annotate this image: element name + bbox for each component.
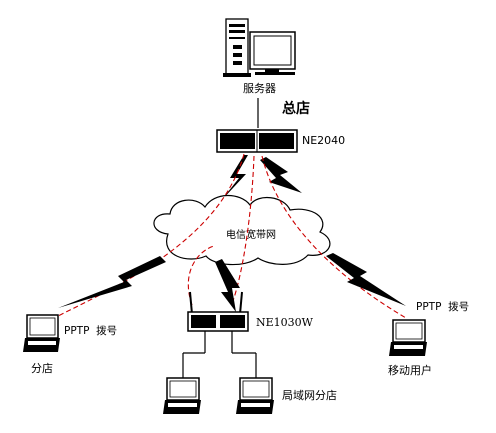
lightning-bolt-icon [215,259,240,312]
hq-label: 总店 [282,100,310,117]
lightning-bolt-icon [260,157,302,193]
router-icon [187,291,249,332]
laptop-icon [389,319,427,356]
pptp-right-label: PPTP 拨号 [416,300,469,313]
monitor-icon [249,31,296,75]
vpn-tunnel-lan [231,155,255,305]
laptop-icon [236,377,274,414]
lan-branch-label: 局域网分店 [282,388,337,402]
server-label: 服务器 [243,82,276,95]
cloud-label: 电信宽带网 [226,228,276,241]
lan-cabling [182,331,257,378]
lightning-bolt-icon [58,256,166,308]
laptop-icon [163,377,201,414]
ne1030w-label: NE1030W [256,316,314,329]
server-tower-icon [223,18,251,77]
router-icon [216,129,298,153]
branch-label: 分店 [31,361,53,375]
ne2040-label: NE2040 [302,134,345,147]
lightning-bolt-icon [220,155,248,202]
vpn-tunnel-branch [57,153,245,317]
vpn-tunnel-mobile [261,155,407,319]
lightning-bolt-icon [326,253,406,306]
pptp-left-label: PPTP 拨号 [64,324,117,337]
laptop-icon [23,314,60,352]
mobile-user-label: 移动用户 [388,363,432,377]
